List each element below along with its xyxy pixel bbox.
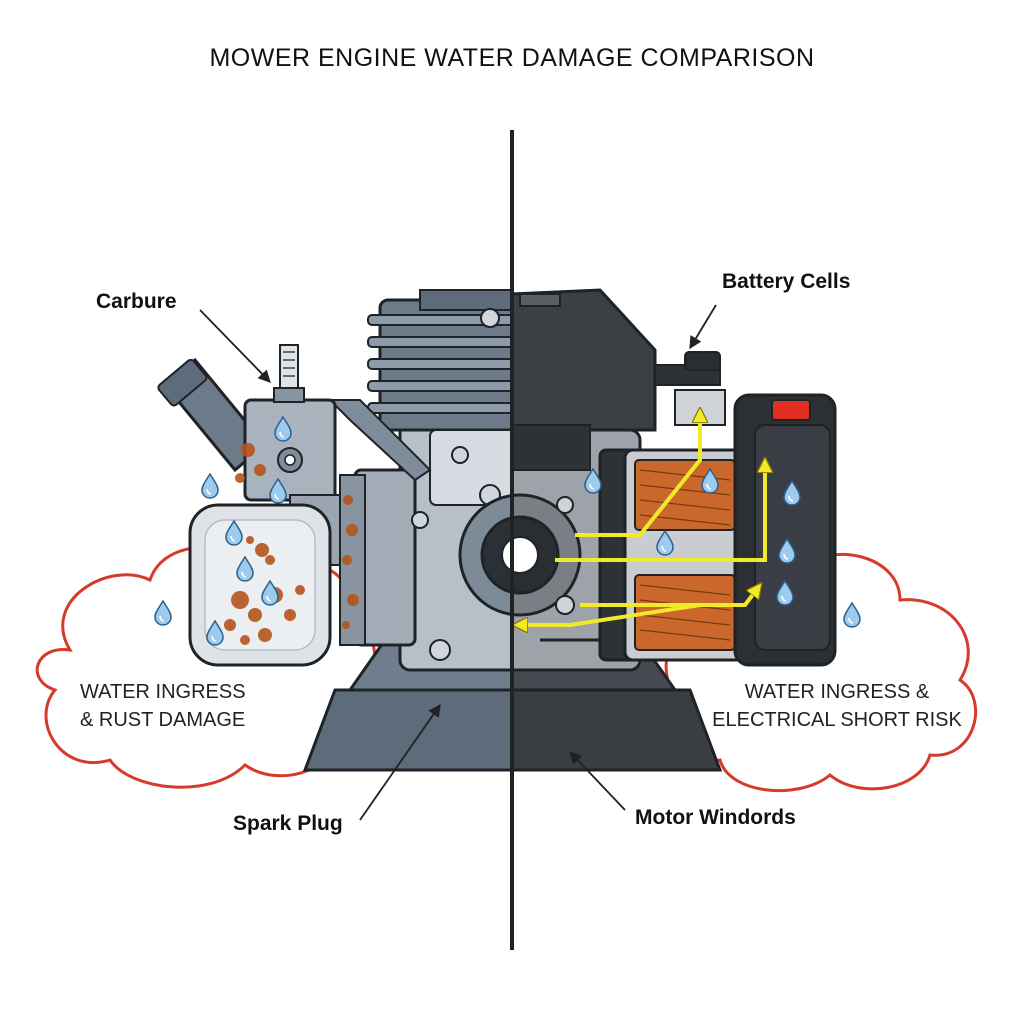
electric-callout-text: WATER INGRESS & ELECTRICAL SHORT RISK — [712, 678, 962, 734]
red-switch-icon — [771, 399, 811, 421]
electric-callout-line2: ELECTRICAL SHORT RISK — [712, 709, 962, 731]
electric-callout-line1: WATER INGRESS & — [744, 681, 930, 703]
label-motor-windings: Motor Windords — [635, 806, 796, 829]
gas-engine — [157, 289, 512, 772]
label-spark-plug: Spark Plug — [233, 812, 343, 835]
gas-callout-line1: WATER INGRESS — [80, 681, 246, 703]
gas-callout-text: WATER INGRESS & RUST DAMAGE — [80, 678, 246, 734]
gas-callout-line2: & RUST DAMAGE — [80, 709, 246, 731]
leader-lines — [199, 304, 717, 821]
label-carburetor: Carbure — [96, 290, 177, 313]
rust-spot-icon — [224, 443, 359, 645]
label-battery-cells: Battery Cells — [722, 270, 851, 293]
diagram-title: MOWER ENGINE WATER DAMAGE COMPARISON — [209, 44, 815, 72]
current-arrow-icon — [515, 410, 765, 625]
